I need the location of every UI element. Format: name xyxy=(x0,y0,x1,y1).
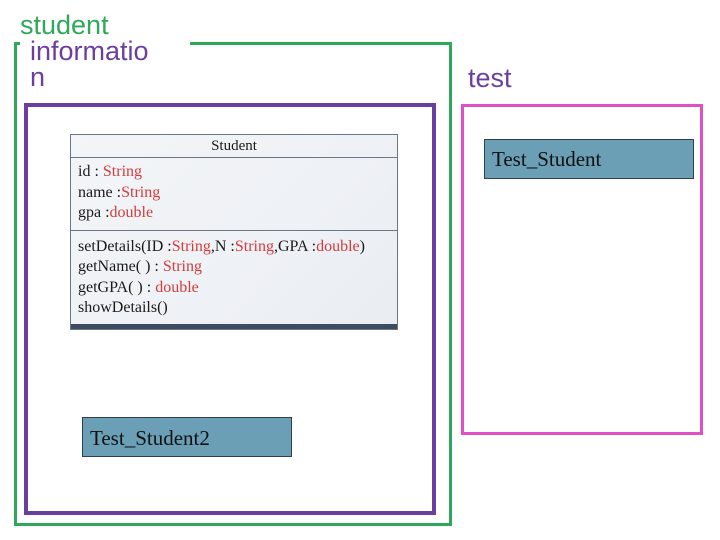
test-package-title: test xyxy=(468,63,512,93)
operation-text: getName( ) : xyxy=(78,258,163,275)
attribute-name: gpa : xyxy=(78,204,110,221)
operation-type: double xyxy=(155,278,199,296)
attribute-type: double xyxy=(109,204,154,221)
uml-attribute: id : String xyxy=(78,162,390,183)
operation-text: ) xyxy=(359,237,365,255)
student-information-package-frame xyxy=(14,42,452,526)
test-student-class-box: Test_Student xyxy=(484,139,694,179)
operation-type: String xyxy=(162,258,202,275)
uml-operation: getGPA( ) : double xyxy=(78,278,390,299)
operation-type: String xyxy=(234,237,274,255)
operation-text: setDetails(ID : xyxy=(78,237,172,255)
test-student2-class-box: Test_Student2 xyxy=(82,417,292,457)
uml-attribute: gpa :double xyxy=(78,203,390,224)
student-uml-class: Student id : String name :String gpa :do… xyxy=(70,134,398,330)
package-title-line: student xyxy=(20,10,109,40)
operation-text: showDetails() xyxy=(78,299,168,316)
student-inner-package-frame xyxy=(24,103,436,515)
uml-operation: showDetails() xyxy=(78,298,390,319)
package-title-line: n xyxy=(30,62,46,92)
package-title-line: informatio xyxy=(30,36,149,66)
uml-attributes: id : String name :String gpa :double xyxy=(71,158,397,231)
uml-bottom-bar xyxy=(71,324,397,329)
student-information-package-title: student informatio n xyxy=(20,10,190,92)
uml-operation: getName( ) : String xyxy=(78,257,390,278)
uml-operations: setDetails(ID :String,N :String,GPA :dou… xyxy=(71,231,397,319)
uml-class-name: Student xyxy=(71,135,397,158)
operation-type: double xyxy=(316,237,360,255)
attribute-name: id : xyxy=(78,163,103,180)
uml-attribute: name :String xyxy=(78,183,390,204)
attribute-name: name : xyxy=(78,183,122,201)
operation-text: getGPA( ) : xyxy=(78,278,156,296)
operation-text: ,GPA : xyxy=(274,237,317,255)
operation-type: String xyxy=(171,237,211,255)
attribute-type: String xyxy=(121,183,161,201)
operation-text: ,N : xyxy=(210,237,235,255)
uml-operation: setDetails(ID :String,N :String,GPA :dou… xyxy=(78,237,390,258)
attribute-type: String xyxy=(102,163,143,180)
test-package-frame xyxy=(461,104,703,435)
